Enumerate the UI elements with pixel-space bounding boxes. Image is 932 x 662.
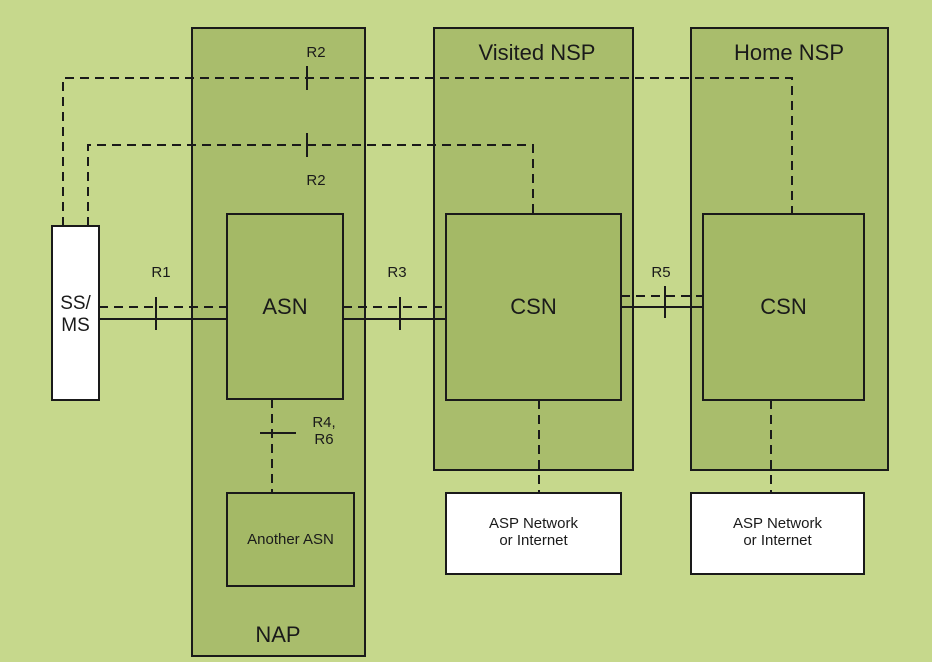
- asn-box: [226, 213, 344, 400]
- r2-top-label: R2: [306, 44, 326, 61]
- asp-home-box: [690, 492, 865, 575]
- asp-visited-label: ASP Network or Internet: [489, 515, 578, 550]
- home-nsp-label: Home NSP: [733, 40, 845, 65]
- nap-label: NAP: [255, 622, 301, 647]
- another-asn-label: Another ASN: [247, 531, 334, 548]
- asp-home-label: ASP Network or Internet: [733, 515, 822, 550]
- ss-ms-box: [51, 225, 100, 401]
- r2-bottom-label: R2: [306, 172, 326, 189]
- csn-visited-box: [445, 213, 622, 401]
- r5-label: R5: [651, 264, 671, 281]
- control-paths: [62, 77, 793, 493]
- r4-r6-label: R4, R6: [312, 414, 336, 449]
- bearer-links: [99, 306, 703, 320]
- another-asn-box: [226, 492, 355, 587]
- ss-ms-label: SS/ MS: [60, 293, 91, 336]
- r3-label: R3: [387, 264, 407, 281]
- asn-label: ASN: [262, 294, 308, 319]
- visited-nsp-label: Visited NSP: [478, 40, 596, 65]
- csn-visited-label: CSN: [510, 294, 557, 319]
- r1-label: R1: [151, 264, 171, 281]
- asp-visited-box: [445, 492, 622, 575]
- reference-point-ticks: [155, 66, 666, 434]
- csn-home-label: CSN: [760, 294, 807, 319]
